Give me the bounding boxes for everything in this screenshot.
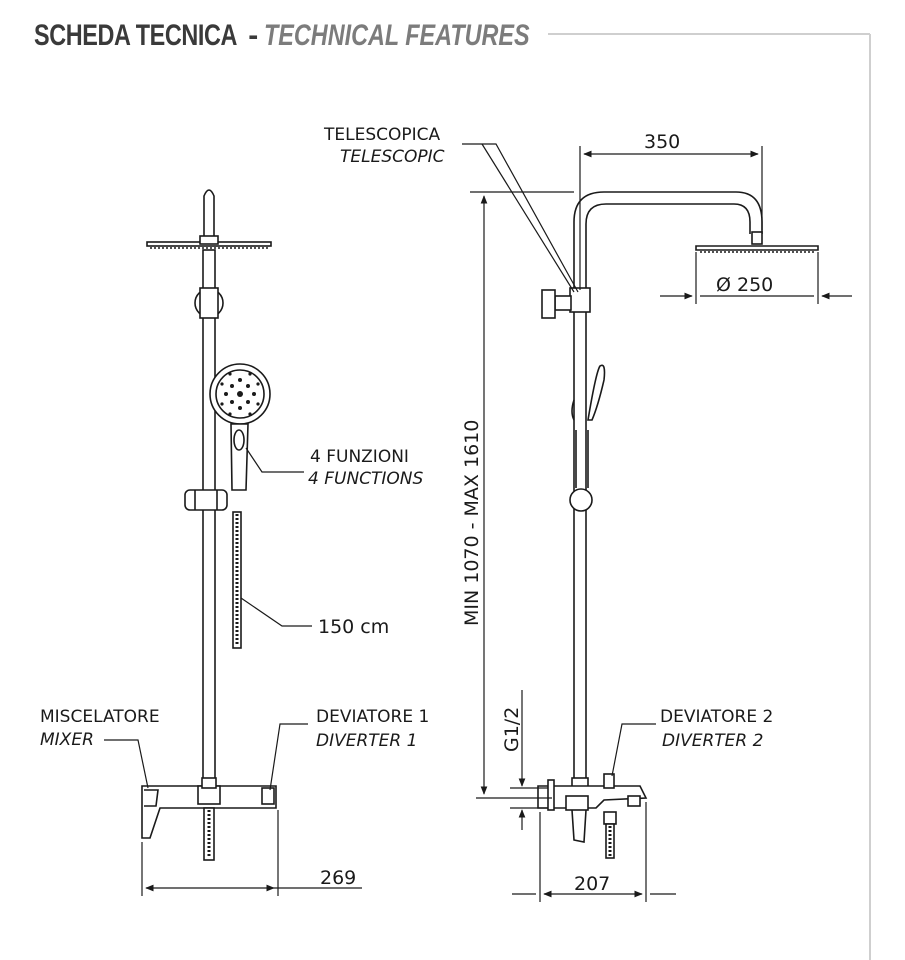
hose-length-value: 150 cm [318,616,389,638]
functions-label-it: 4 FUNZIONI [310,447,409,467]
telescopic-label-it: TELESCOPICA [323,125,441,145]
diverter2-label-en: DIVERTER 2 [662,731,763,751]
page-header: SCHEDA TECNICA - TECHNICAL FEATURES [34,14,605,58]
diverter2-label-it: DEVIATORE 2 [660,707,773,727]
dimension-thread [510,690,548,830]
dimension-height [470,191,574,799]
nozzle-pattern [220,372,260,416]
side-depth-value: 207 [574,873,610,895]
height-range-value: MIN 1070 - MAX 1610 [461,420,483,626]
dimension-front-width [141,810,362,896]
title-separator: - [248,19,259,52]
dimension-head-diameter [660,252,852,304]
thread-value: G1/2 [501,707,523,752]
head-diameter-value: Ø 250 [716,274,773,296]
mixer-label-en: MIXER [40,730,94,750]
dimension-arm-length [579,146,763,290]
mixer-label-it: MISCELATORE [40,707,160,727]
side-view [537,191,819,859]
arm-length-value: 350 [644,131,680,153]
front-callouts [104,447,312,791]
title-english: TECHNICAL FEATURES [264,19,530,52]
diverter1-label-it: DEVIATORE 1 [316,707,429,727]
diverter1-label-en: DIVERTER 1 [316,731,417,751]
side-callouts [462,143,656,777]
functions-label-en: 4 FUNCTIONS [308,469,424,489]
dimension-side-depth [512,802,676,902]
front-view [141,189,277,861]
title-italian: SCHEDA TECNICA [34,19,237,52]
page-frame [548,33,871,960]
front-width-value: 269 [320,867,356,889]
telescopic-label-en: TELESCOPIC [340,147,445,167]
